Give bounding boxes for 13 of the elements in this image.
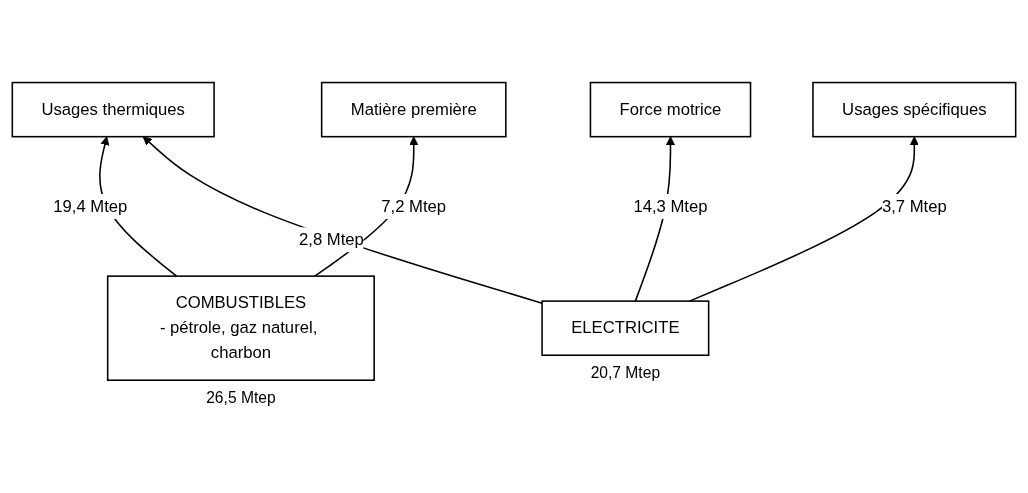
quantity-label: 20,7 Mtep <box>590 363 661 381</box>
edge-label: 7,2 Mtep <box>381 196 447 215</box>
edge-label: 14,3 Mtep <box>633 196 708 215</box>
edge-label: 2,8 Mtep <box>298 229 364 248</box>
node-box: Usages thermiques <box>11 81 215 137</box>
node-box: ELECTRICITE <box>541 299 710 356</box>
node-box: Force motrice <box>589 81 752 137</box>
node-box: Matière première <box>320 81 507 137</box>
edge-label: 19,4 Mtep <box>53 196 128 215</box>
quantity-label: 26,5 Mtep <box>206 388 276 406</box>
edge-label: 3,7 Mtep <box>881 196 947 215</box>
node-box: COMBUSTIBLES - pétrole, gaz naturel, charbon <box>106 274 375 381</box>
node-box: Usages spécifiques <box>812 81 1017 137</box>
